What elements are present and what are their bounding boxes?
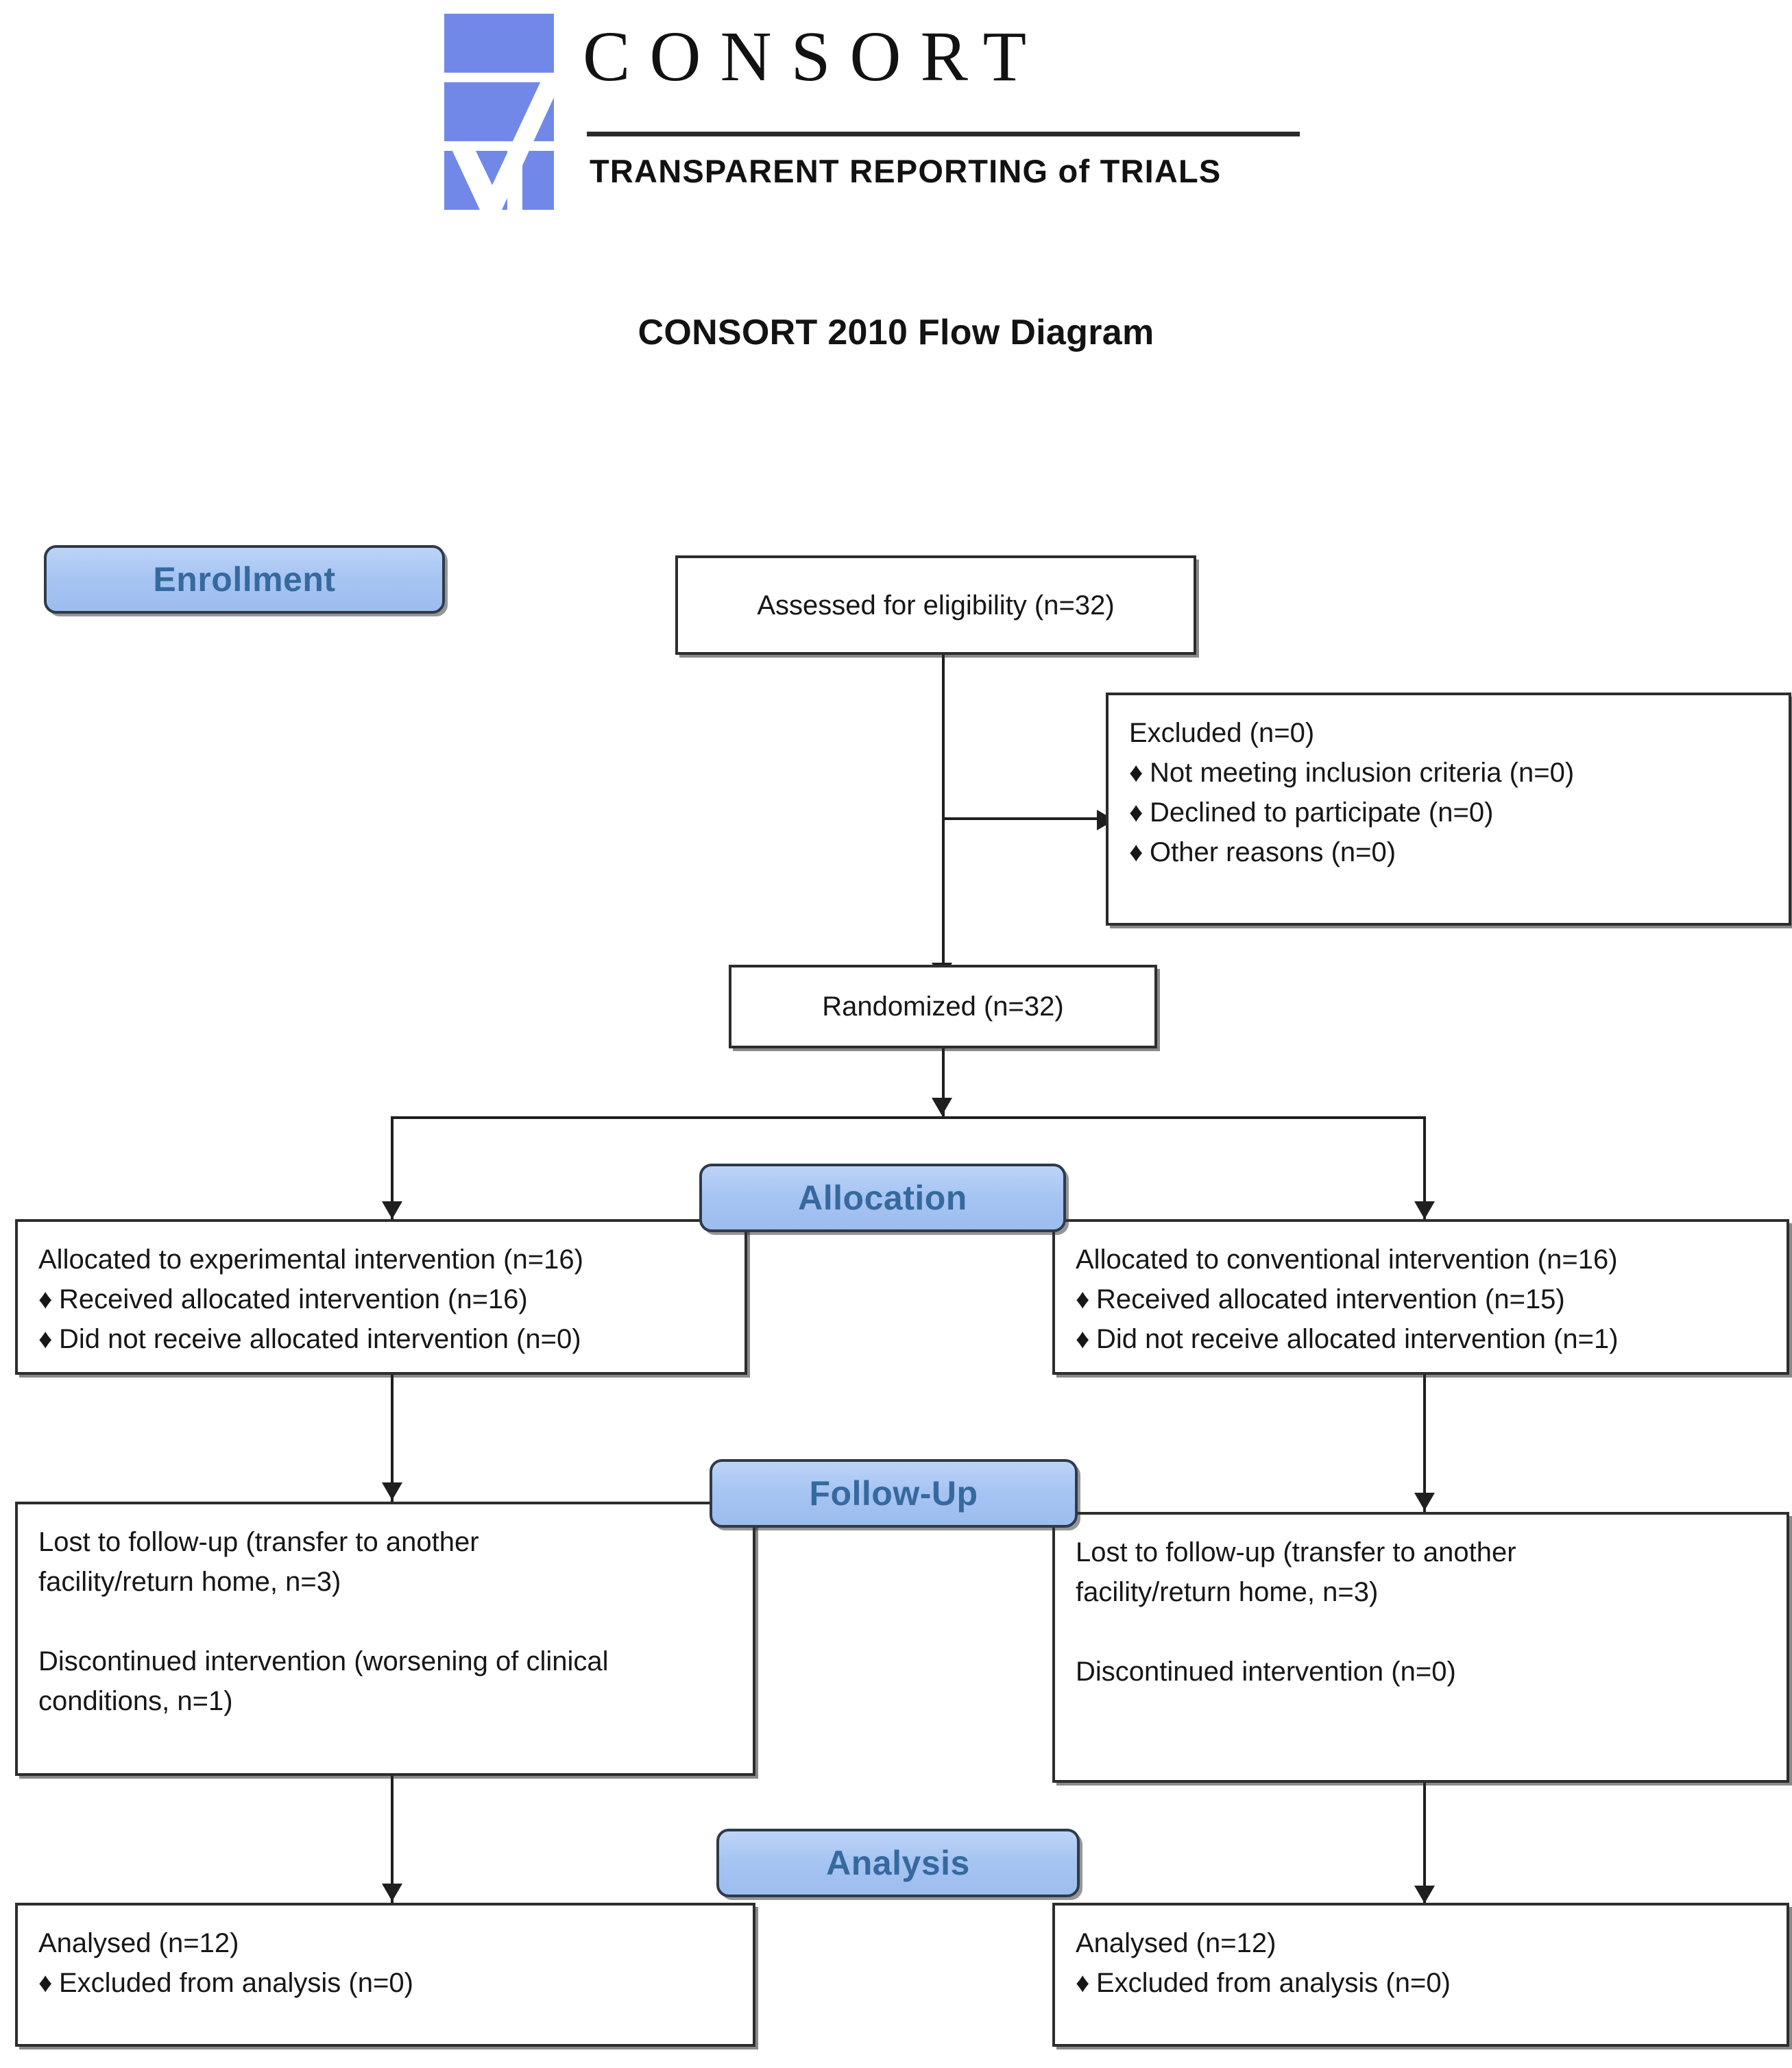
connector-follow-right-to-analysis-right <box>1423 1783 1426 1905</box>
consort-logo: CONSORT TRANSPARENT REPORTING of TRIALS <box>439 10 1351 215</box>
follow-right-p1-l1: Lost to follow-up (transfer to another <box>1076 1537 1516 1567</box>
alloc-left-bullet-0: ♦Received allocated intervention (n=16) <box>38 1279 724 1319</box>
stage-badge-analysis: Analysis <box>716 1829 1080 1897</box>
diamond-bullet-icon: ♦ <box>1129 837 1143 867</box>
randomized-text: Randomized (n=32) <box>822 991 1064 1022</box>
arrow-to-follow-right-icon <box>1414 1493 1435 1511</box>
arrow-to-analysis-left-icon <box>382 1884 402 1901</box>
box-excluded: Excluded (n=0) ♦Not meeting inclusion cr… <box>1106 693 1791 926</box>
connector-split-right-down <box>1423 1116 1426 1219</box>
connector-alloc-left-to-follow-left <box>391 1375 393 1502</box>
analysis-right-heading: Analysed (n=12) <box>1076 1928 1276 1958</box>
follow-left-p2-l2: conditions, n=1) <box>38 1686 233 1716</box>
analysis-left-bullet-0: ♦Excluded from analysis (n=0) <box>38 1963 732 2003</box>
alloc-left-heading: Allocated to experimental intervention (… <box>38 1245 583 1275</box>
arrow-to-follow-left-icon <box>382 1482 402 1500</box>
box-allocated-experimental: Allocated to experimental intervention (… <box>15 1219 747 1375</box>
diamond-bullet-icon: ♦ <box>1129 797 1143 828</box>
page-title: CONSORT 2010 Flow Diagram <box>638 313 1154 352</box>
follow-left-spacer <box>38 1602 732 1642</box>
diamond-bullet-icon: ♦ <box>38 1284 53 1314</box>
diamond-bullet-icon: ♦ <box>1076 1324 1090 1354</box>
stage-badge-followup: Follow-Up <box>710 1459 1078 1528</box>
connector-allocation-split-bar <box>391 1116 1426 1119</box>
connector-split-left-down <box>391 1116 393 1219</box>
arrow-randomized-split-icon <box>932 1098 952 1116</box>
logo-divider-rule <box>587 132 1300 136</box>
analysis-right-bullet-0: ♦Excluded from analysis (n=0) <box>1076 1963 1766 2003</box>
consort-logo-mark-icon <box>439 14 554 210</box>
box-randomized: Randomized (n=32) <box>729 965 1157 1048</box>
follow-right-p2-l1: Discontinued intervention (n=0) <box>1076 1657 1456 1687</box>
connector-eligibility-to-excluded <box>942 817 1100 820</box>
box-followup-right: Lost to follow-up (transfer to another f… <box>1052 1512 1789 1783</box>
diamond-bullet-icon: ♦ <box>1076 1968 1090 1998</box>
alloc-left-bullet-1: ♦Did not receive allocated intervention … <box>38 1319 724 1359</box>
box-analysed-right: Analysed (n=12) ♦Excluded from analysis … <box>1052 1903 1789 2047</box>
box-allocated-conventional: Allocated to conventional intervention (… <box>1052 1219 1789 1375</box>
diamond-bullet-icon: ♦ <box>38 1968 53 1998</box>
arrow-to-alloc-left-icon <box>382 1201 402 1219</box>
alloc-right-bullet-1: ♦Did not receive allocated intervention … <box>1076 1319 1766 1359</box>
diamond-bullet-icon: ♦ <box>38 1324 53 1354</box>
connector-randomized-down <box>942 1048 945 1117</box>
consort-tagline: TRANSPARENT REPORTING of TRIALS <box>590 153 1222 189</box>
follow-right-p1-l2: facility/return home, n=3) <box>1076 1577 1379 1607</box>
diamond-bullet-icon: ♦ <box>1129 758 1143 788</box>
box-followup-left: Lost to follow-up (transfer to another f… <box>15 1502 755 1776</box>
excluded-heading: Excluded (n=0) <box>1129 718 1315 748</box>
alloc-right-heading: Allocated to conventional intervention (… <box>1076 1245 1618 1275</box>
box-analysed-left: Analysed (n=12) ♦Excluded from analysis … <box>15 1903 755 2047</box>
stage-badge-enrollment: Enrollment <box>44 545 445 614</box>
follow-left-p2-l1: Discontinued intervention (worsening of … <box>38 1646 609 1676</box>
excluded-bullet-0: ♦Not meeting inclusion criteria (n=0) <box>1129 753 1768 793</box>
checkmark-icon <box>451 80 554 210</box>
excluded-bullet-2: ♦Other reasons (n=0) <box>1129 832 1768 872</box>
follow-right-spacer <box>1076 1612 1766 1652</box>
arrow-to-alloc-right-icon <box>1414 1201 1435 1219</box>
connector-alloc-right-to-follow-right <box>1423 1375 1426 1512</box>
stage-badge-allocation: Allocation <box>699 1164 1066 1232</box>
logo-bar-top-icon <box>444 14 554 73</box>
follow-left-p1-l1: Lost to follow-up (transfer to another <box>38 1527 479 1557</box>
diamond-bullet-icon: ♦ <box>1076 1284 1090 1314</box>
logo-bar-bottom-right-icon <box>522 151 554 210</box>
analysis-left-heading: Analysed (n=12) <box>38 1928 239 1958</box>
eligibility-text: Assessed for eligibility (n=32) <box>757 590 1115 621</box>
connector-follow-left-to-analysis-left <box>391 1776 393 1903</box>
box-assessed-for-eligibility: Assessed for eligibility (n=32) <box>675 555 1196 655</box>
excluded-bullet-1: ♦Declined to participate (n=0) <box>1129 793 1768 832</box>
follow-left-p1-l2: facility/return home, n=3) <box>38 1567 341 1597</box>
alloc-right-bullet-0: ♦Received allocated intervention (n=15) <box>1076 1279 1766 1319</box>
consort-wordmark: CONSORT <box>583 17 1046 96</box>
arrow-to-analysis-right-icon <box>1414 1886 1435 1903</box>
